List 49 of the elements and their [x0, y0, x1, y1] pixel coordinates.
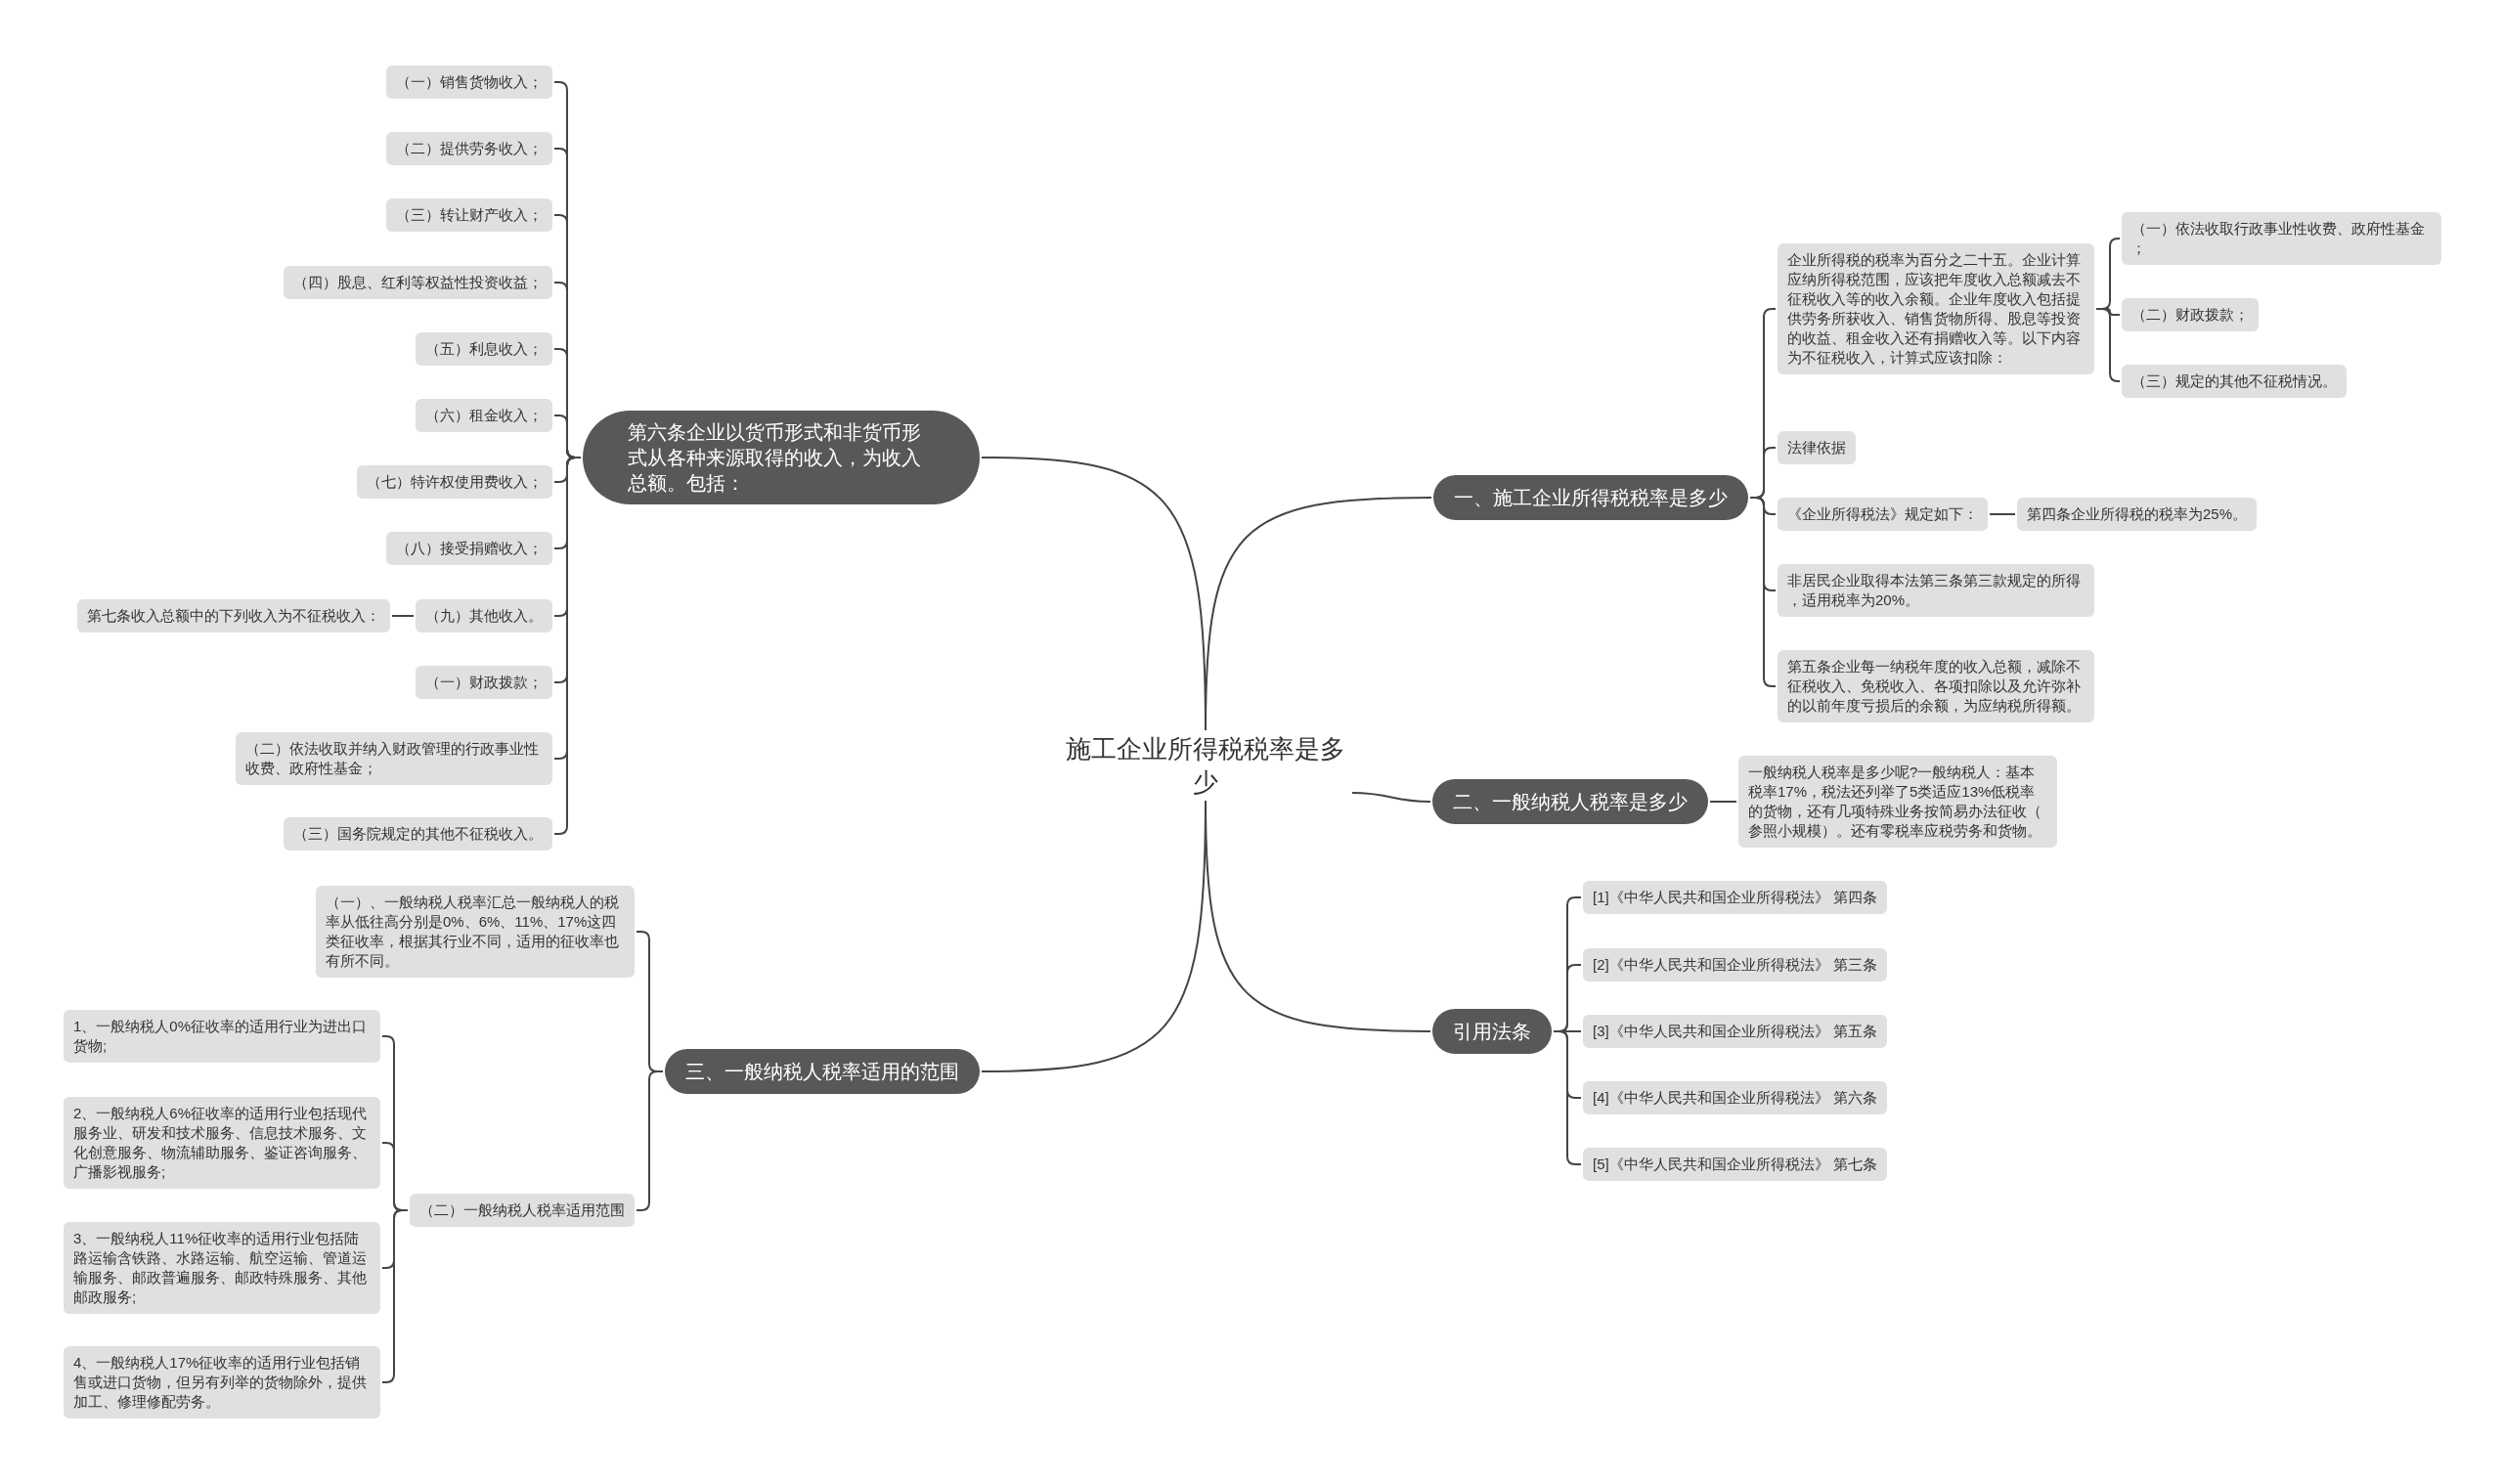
- branch-topic: 引用法条: [1432, 1009, 1552, 1054]
- central-topic: 施工企业所得税税率是多少: [1061, 732, 1350, 799]
- topic-box: （三）规定的其他不征税情况。: [2122, 365, 2347, 398]
- topic-box: [4]《中华人民共和国企业所得税法》 第六条: [1583, 1081, 1887, 1114]
- topic-box: 《企业所得税法》规定如下：: [1778, 498, 1988, 531]
- topic-box: 第五条企业每一纳税年度的收入总额，减除不征税收入、免税收入、各项扣除以及允许弥补的以前年度亏损后的余额，为应纳税所得额。: [1778, 650, 2094, 722]
- topic-box: 3、一般纳税人11%征收率的适用行业包括陆路运输含铁路、水路运输、航空运输、管道运输服务、邮政普遍服务、邮政特殊服务、其他邮政服务;: [64, 1222, 380, 1314]
- topic-box: （一）依法收取行政事业性收费、政府性基金；: [2122, 212, 2441, 265]
- topic-box: [5]《中华人民共和国企业所得税法》 第七条: [1583, 1148, 1887, 1181]
- connector-line: [2095, 308, 2121, 382]
- topic-box: （二）依法收取并纳入财政管理的行政事业性收费、政府性基金；: [236, 732, 552, 785]
- branch-topic: 二、一般纳税人税率是多少: [1432, 779, 1708, 824]
- topic-box: （二）财政拨款；: [2122, 298, 2259, 331]
- topic-box: （七）特许权使用费收入；: [357, 465, 552, 499]
- topic-box: （一）销售货物收入；: [386, 65, 552, 99]
- connector-line: [1989, 513, 2016, 515]
- topic-box: （五）利息收入；: [416, 332, 552, 366]
- topic-box: 企业所得税的税率为百分之二十五。企业计算应纳所得税范围，应该把年度收入总额减去不征税收入等的收入余额。企业年度收入包括提供劳务所获收入、销售货物所得、股息等投资的收益、租金收入还有捐赠收入等。以下内容为不征税收入，计算式应该扣除：: [1778, 243, 2094, 374]
- topic-box: 1、一般纳税人0%征收率的适用行业为进出口货物;: [64, 1010, 380, 1063]
- topic-box: （一）、一般纳税人税率汇总一般纳税人的税率从低往高分别是0%、6%、11%、17%这四类征收率，根据其行业不同，适用的征收率也有所不同。: [316, 886, 635, 978]
- topic-box: （六）租金收入；: [416, 399, 552, 432]
- connector-line: [1205, 800, 1431, 1032]
- connector-line: [1749, 497, 1777, 687]
- topic-box: （二）一般纳税人税率适用范围: [410, 1194, 635, 1227]
- branch-topic: 三、一般纳税人税率适用的范围: [665, 1049, 980, 1094]
- topic-box: 第四条企业所得税的税率为25%。: [2017, 498, 2258, 531]
- topic-box: （三）转让财产收入；: [386, 198, 552, 232]
- connector-line: [1351, 792, 1431, 803]
- topic-box: （九）其他收入。: [416, 599, 552, 633]
- topic-box: 法律依据: [1778, 431, 1856, 464]
- connector-line: [981, 457, 1207, 731]
- connector-line: [1709, 801, 1737, 803]
- branch-topic: 一、施工企业所得税税率是多少: [1433, 475, 1748, 520]
- topic-box: （三）国务院规定的其他不征税收入。: [284, 817, 552, 851]
- topic-box: （八）接受捐赠收入；: [386, 532, 552, 565]
- topic-box: （一）财政拨款；: [416, 666, 552, 699]
- topic-box: [3]《中华人民共和国企业所得税法》 第五条: [1583, 1015, 1887, 1048]
- topic-box: 4、一般纳税人17%征收率的适用行业包括销售或进口货物，但另有列举的货物除外，提供加工、修理修配劳务。: [64, 1346, 380, 1419]
- connector-line: [381, 1209, 409, 1383]
- branch-topic: 第六条企业以货币形式和非货币形式从各种来源取得的收入，为收入总额。包括：: [583, 411, 980, 504]
- topic-box: （二）提供劳务收入；: [386, 132, 552, 165]
- topic-box: 2、一般纳税人6%征收率的适用行业包括现代服务业、研发和技术服务、信息技术服务、文化创意服务、物流辅助服务、鉴证咨询服务、广播影视服务;: [64, 1097, 380, 1189]
- topic-box: [2]《中华人民共和国企业所得税法》 第三条: [1583, 948, 1887, 982]
- topic-box: （四）股息、红利等权益性投资收益；: [284, 266, 552, 299]
- topic-box: 非居民企业取得本法第三条第三款规定的所得，适用税率为20%。: [1778, 564, 2094, 617]
- topic-box: 第七条收入总额中的下列收入为不征税收入：: [77, 599, 390, 633]
- topic-box: [1]《中华人民共和国企业所得税法》 第四条: [1583, 881, 1887, 914]
- topic-box: 一般纳税人税率是多少呢?一般纳税人：基本税率17%，税法还列举了5类适应13%低税率的货物，还有几项特殊业务按简易办法征收（参照小规模）。还有零税率应税劳务和货物。: [1738, 756, 2057, 848]
- connector-line: [391, 615, 415, 617]
